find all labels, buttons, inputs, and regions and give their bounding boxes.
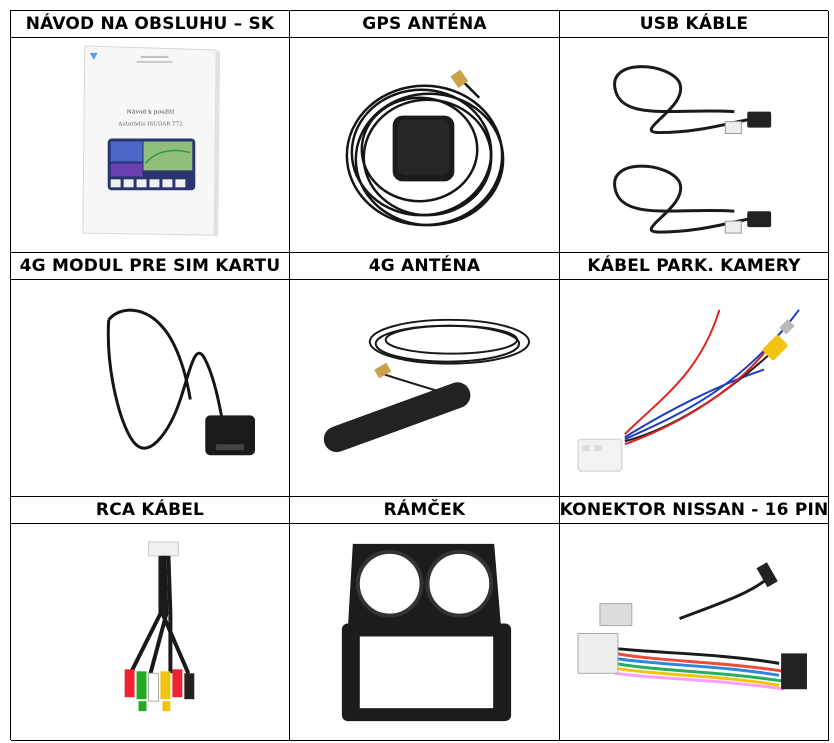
header-usb-cables: USB KÁBLE	[560, 11, 829, 38]
manual-booklet-icon: Návod k použití Autorádio ISUDAR T72	[82, 45, 221, 238]
image-manual: Návod k použití Autorádio ISUDAR T72	[11, 38, 290, 253]
header-nissan-connector: KONEKTOR NISSAN - 16 PIN	[560, 497, 829, 524]
image-rca-cable	[11, 524, 290, 741]
rca-cable-icon	[124, 541, 195, 712]
header-4g-antenna: 4G ANTÉNA	[290, 253, 560, 280]
4g-antenna-icon	[323, 318, 531, 453]
image-4g-sim-module	[11, 280, 290, 497]
parking-camera-cable-icon	[577, 309, 800, 472]
header-rca-cable: RCA KÁBEL	[11, 497, 290, 524]
header-dash-frame: RÁMČEK	[290, 497, 560, 524]
image-parking-camera-cable	[560, 280, 829, 497]
header-gps-antenna: GPS ANTÉNA	[290, 11, 560, 38]
gps-antenna-icon	[345, 69, 505, 227]
header-4g-sim-module: 4G MODUL PRE SIM KARTU	[11, 253, 290, 280]
4g-sim-module-icon	[106, 308, 256, 456]
manual-title: Návod k použití	[127, 109, 175, 116]
image-usb-cables	[560, 38, 829, 253]
image-4g-antenna	[290, 280, 560, 497]
image-gps-antenna	[290, 38, 560, 253]
header-manual: NÁVOD NA OBSLUHU – SK	[11, 11, 290, 38]
header-parking-camera-cable: KÁBEL PARK. KAMERY	[560, 253, 829, 280]
image-dash-frame	[290, 524, 560, 741]
manual-subtitle: Autorádio ISUDAR T72	[117, 121, 182, 128]
usb-cables-icon	[613, 65, 772, 234]
accessories-table: NÁVOD NA OBSLUHU – SK GPS ANTÉNA USB KÁB…	[10, 10, 829, 741]
dash-frame-icon	[341, 543, 512, 722]
image-nissan-connector	[560, 524, 829, 741]
nissan-16-pin-connector-icon	[577, 562, 807, 691]
